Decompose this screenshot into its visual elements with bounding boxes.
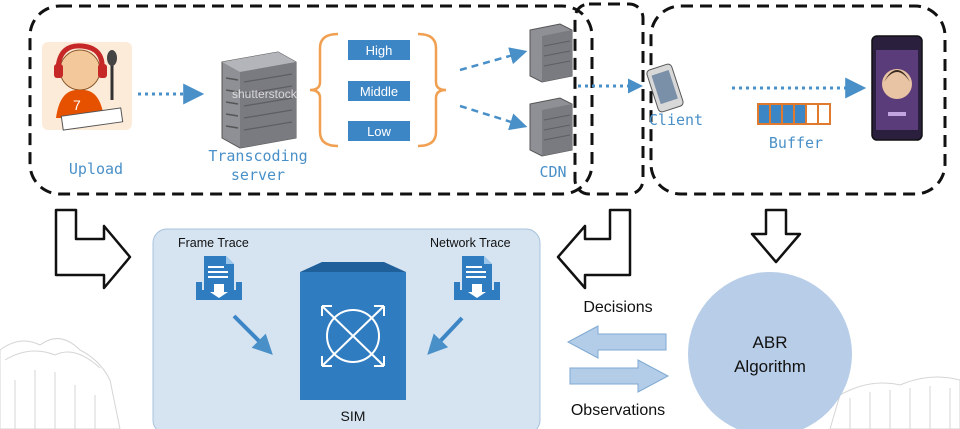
watermark-server: shutterstock	[232, 87, 298, 101]
server-label-line-2: server	[231, 166, 285, 184]
background-sketch-right	[829, 376, 960, 429]
client-group	[649, 4, 947, 196]
svg-text:High: High	[366, 43, 393, 58]
buffer-segment-filled	[769, 103, 783, 125]
observations-label: Observations	[571, 402, 665, 419]
buffer-segment-empty	[817, 103, 831, 125]
sim-cycle-icon	[321, 305, 385, 367]
cdn-label: CDN	[539, 163, 566, 181]
cdn-to-abr-hollow-arrow	[556, 208, 632, 290]
quality-box-high: High	[348, 40, 410, 60]
buffer-segment-empty	[805, 103, 819, 125]
buffer-segment-filled	[781, 103, 795, 125]
cdn-server-lower-icon	[529, 97, 573, 157]
buffer-segment-filled	[757, 103, 771, 125]
client-to-abr-hollow-arrow	[750, 208, 802, 264]
to-cdn-upper-arrow	[459, 47, 528, 72]
uploader-illustration: 7	[42, 42, 132, 131]
abr-label-line-1: ABR	[753, 333, 788, 352]
abr-algorithm-circle	[688, 272, 852, 429]
upload-label: Upload	[69, 160, 123, 178]
cdn-client-bridge-group	[573, 2, 645, 196]
network-trace-to-sim-arrow	[427, 316, 464, 355]
abr-label-line-2: Algorithm	[734, 357, 806, 376]
sim-box	[300, 262, 406, 400]
frame-trace-label: Frame Trace	[178, 236, 249, 250]
buffer-label: Buffer	[769, 134, 823, 152]
svg-text:Middle: Middle	[360, 84, 398, 99]
client-phone-icon	[646, 63, 684, 113]
quality-box-low: Low	[348, 121, 410, 141]
background-sketch-left	[0, 338, 121, 429]
to-cdn-lower-arrow	[459, 104, 528, 131]
frame-trace-document-icon	[196, 256, 242, 300]
live-stream-phone-icon	[871, 35, 923, 141]
left-bracket	[309, 32, 339, 148]
quality-box-middle: Middle	[348, 81, 410, 101]
cdn-server-upper-icon	[529, 23, 573, 83]
buffer-segment-filled	[793, 103, 807, 125]
upload-transcode-cdn-group	[28, 4, 594, 196]
network-trace-document-icon	[454, 256, 500, 300]
buffer-bar	[757, 103, 831, 125]
decisions-label: Decisions	[583, 299, 652, 316]
svg-text:Low: Low	[367, 124, 391, 139]
decisions-arrow	[566, 325, 667, 359]
right-bracket	[417, 32, 447, 148]
frame-trace-to-sim-arrow	[232, 314, 273, 355]
network-trace-label: Network Trace	[430, 236, 511, 250]
observations-arrow	[569, 359, 670, 393]
server-label-line-1: Transcoding	[208, 147, 307, 165]
sim-label: SIM	[341, 408, 366, 424]
client-label: Client	[649, 111, 703, 129]
svg-text:7: 7	[73, 97, 81, 113]
transcoding-server-icon	[221, 51, 297, 149]
upload-to-sim-hollow-arrow	[54, 208, 132, 290]
